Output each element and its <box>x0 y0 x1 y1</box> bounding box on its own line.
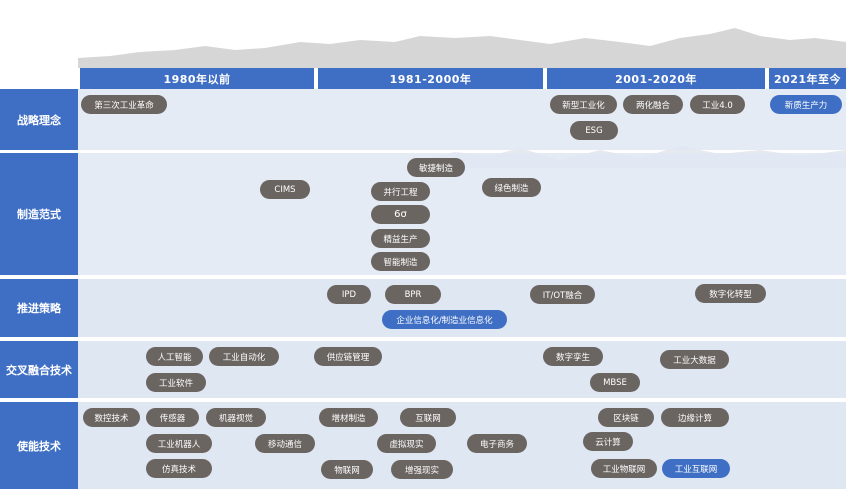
period-2021-now: 2021年至今 <box>769 68 846 89</box>
paradigm-six-sigma: 6σ <box>371 205 430 224</box>
enabling-simulation: 仿真技术 <box>146 459 212 478</box>
enabling-industrial-iot: 工业物联网 <box>591 459 657 478</box>
enabling-cloud-computing: 云计算 <box>583 432 633 451</box>
period-2001-2020: 2001-2020年 <box>547 68 765 89</box>
concept-esg: ESG <box>570 121 618 140</box>
period-1981-2000: 1981-2000年 <box>318 68 543 89</box>
concept-two-integration: 两化融合 <box>623 95 683 114</box>
concept-new-quality-productivity: 新质生产力 <box>770 95 842 114</box>
enabling-additive-manufacturing: 增材制造 <box>319 408 378 427</box>
policy-enterprise-informatization: 企业信息化/制造业信息化 <box>382 310 507 329</box>
concept-third-industrial-revolution: 第三次工业革命 <box>81 95 167 114</box>
paradigm-concurrent-engineering: 并行工程 <box>371 182 430 201</box>
policy-bpr: BPR <box>385 285 441 304</box>
enabling-machine-vision: 机器视觉 <box>206 408 266 427</box>
paradigm-intelligent-manufacturing: 智能制造 <box>371 252 430 271</box>
enabling-industrial-internet: 工业互联网 <box>662 459 730 478</box>
row-label-strategy: 战略理念 <box>0 89 78 150</box>
fusion-industrial-automation: 工业自动化 <box>209 347 279 366</box>
fusion-industrial-software: 工业软件 <box>146 373 206 392</box>
paradigm-green-manufacturing: 绿色制造 <box>482 178 541 197</box>
enabling-edge-computing: 边缘计算 <box>661 408 729 427</box>
enabling-e-commerce: 电子商务 <box>467 434 527 453</box>
fusion-supply-chain: 供应链管理 <box>314 347 382 366</box>
row-label-enabling: 使能技术 <box>0 402 78 489</box>
policy-it-ot-integration: IT/OT融合 <box>530 285 595 304</box>
concept-new-industrialization: 新型工业化 <box>550 95 617 114</box>
fusion-ai: 人工智能 <box>146 347 203 366</box>
paradigm-agile-manufacturing: 敏捷制造 <box>407 158 465 177</box>
enabling-sensor: 传感器 <box>146 408 199 427</box>
paradigm-lean-production: 精益生产 <box>371 229 430 248</box>
enabling-virtual-reality: 虚拟现实 <box>377 434 436 453</box>
concept-industry-4: 工业4.0 <box>690 95 745 114</box>
enabling-iot: 物联网 <box>321 460 373 479</box>
enabling-blockchain: 区块链 <box>598 408 654 427</box>
fusion-mbse: MBSE <box>590 373 640 392</box>
enabling-cnc: 数控技术 <box>83 408 140 427</box>
paradigm-cims: CIMS <box>260 180 310 199</box>
enabling-augmented-reality: 增强现实 <box>391 460 453 479</box>
policy-digital-transformation: 数字化转型 <box>695 284 766 303</box>
period-1980-before: 1980年以前 <box>80 68 314 89</box>
enabling-mobile-communication: 移动通信 <box>255 434 315 453</box>
row-label-fusion: 交叉融合技术 <box>0 341 78 398</box>
fusion-industrial-big-data: 工业大数据 <box>660 350 729 369</box>
enabling-industrial-robot: 工业机器人 <box>146 434 212 453</box>
policy-ipd: IPD <box>327 285 371 304</box>
fusion-digital-twin: 数字孪生 <box>543 347 603 366</box>
row-label-paradigm: 制造范式 <box>0 153 78 275</box>
enabling-internet: 互联网 <box>400 408 456 427</box>
row-label-policy: 推进策略 <box>0 279 78 337</box>
